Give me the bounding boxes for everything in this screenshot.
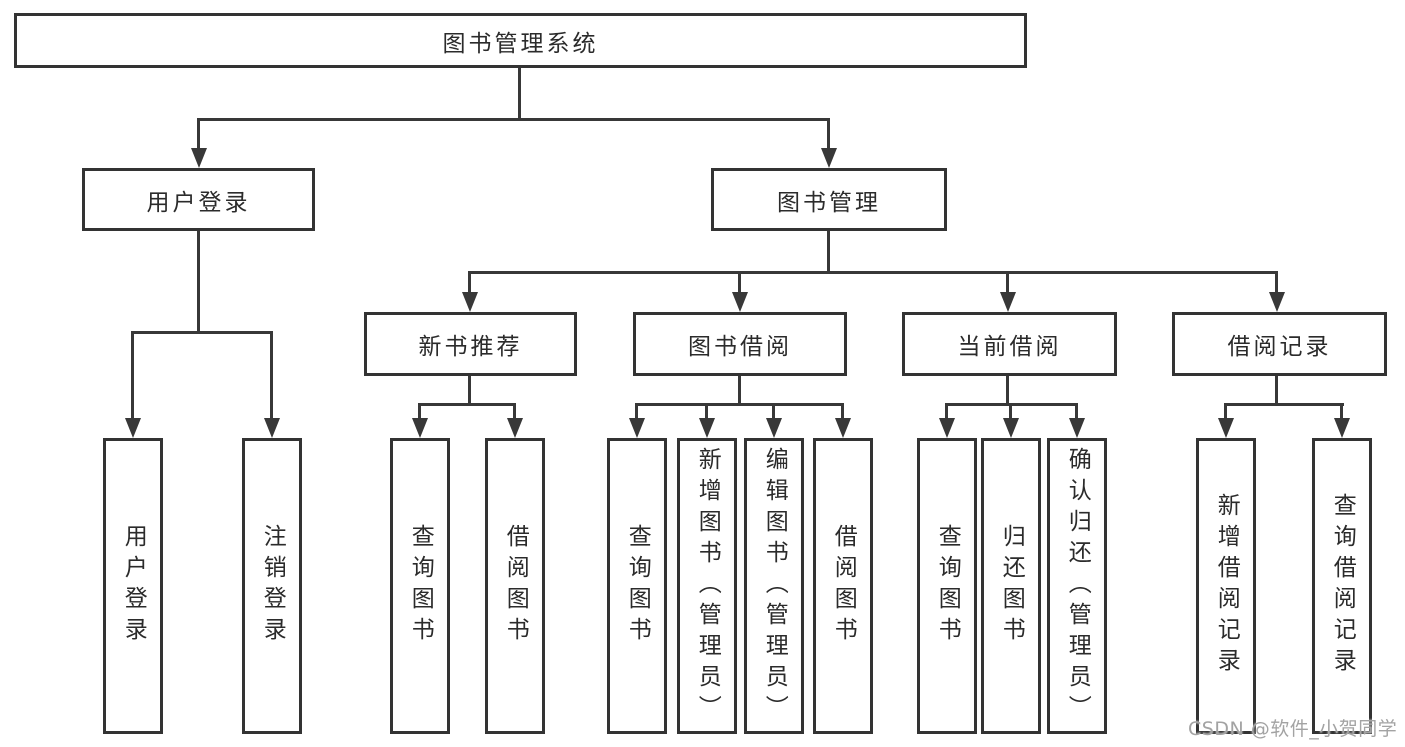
connector-user-login-branch (131, 331, 273, 334)
arrowhead-book-management (821, 148, 837, 168)
leaf-label: 新增借阅记录 (1213, 493, 1240, 679)
connector-book-borrowing-down (738, 376, 741, 405)
node-label: 用户登录 (146, 189, 251, 216)
leaf-return-books: 归还图书 (981, 438, 1041, 734)
arrowhead-borrow-books-recommend (507, 418, 523, 438)
leaf-label: 借阅图书 (502, 524, 529, 648)
leaf-label: 确认归还（管理员） (1064, 446, 1091, 726)
node-label: 图书借阅 (688, 334, 792, 360)
connector-new-book-recommend-branch (418, 403, 516, 406)
connector-stem-query-books-borrowing (635, 403, 638, 421)
connector-stem-borrowing-records (1275, 271, 1278, 295)
connector-stem-borrow-books-recommend (513, 403, 516, 421)
connector-book-borrowing-branch (635, 403, 844, 406)
leaf-query-books-current: 查询图书 (917, 438, 977, 734)
leaf-label: 编辑图书（管理员） (761, 446, 788, 726)
node-user-login: 用户登录 (82, 168, 315, 231)
connector-stem-add-borrow-record (1224, 403, 1227, 421)
arrowhead-query-books-borrowing (629, 418, 645, 438)
leaf-query-books-borrowing: 查询图书 (607, 438, 667, 734)
connector-stem-return-books (1009, 403, 1012, 421)
arrowhead-borrowing-records (1269, 292, 1285, 312)
arrowhead-query-borrow-record (1334, 418, 1350, 438)
leaf-borrow-books: 借阅图书 (813, 438, 873, 734)
leaf-label: 归还图书 (998, 524, 1025, 648)
connector-stem-leaf-logout (270, 331, 273, 421)
connector-stem-book-borrowing (738, 271, 741, 295)
node-new-book-recommend: 新书推荐 (364, 312, 577, 376)
connector-borrowing-records-down (1275, 376, 1278, 405)
leaf-label: 查询图书 (934, 524, 961, 648)
leaf-label: 查询借阅记录 (1329, 493, 1356, 679)
arrowhead-current-borrowing (1000, 292, 1016, 312)
connector-stem-user-login (197, 118, 200, 150)
leaf-label: 新增图书（管理员） (694, 446, 721, 726)
node-label: 新书推荐 (418, 334, 523, 360)
connector-book-management-branch (468, 271, 1278, 274)
arrowhead-borrow-books (835, 418, 851, 438)
node-book-management: 图书管理 (711, 168, 947, 231)
connector-stem-query-books-current (945, 403, 948, 421)
connector-stem-current-borrowing (1006, 271, 1009, 295)
connector-stem-query-books-recommend (418, 403, 421, 421)
arrowhead-confirm-return-admin (1069, 418, 1085, 438)
connector-root-down (518, 68, 521, 120)
node-label: 图书管理系统 (442, 30, 599, 57)
node-library-management-system: 图书管理系统 (14, 13, 1027, 68)
connector-user-login-down (197, 231, 200, 334)
connector-new-book-recommend-down (468, 376, 471, 405)
leaf-borrow-books-recommend: 借阅图书 (485, 438, 545, 734)
arrowhead-add-books-admin (699, 418, 715, 438)
connector-stem-new-book-recommend (468, 271, 471, 295)
node-label: 图书管理 (777, 189, 881, 216)
node-label: 当前借阅 (957, 334, 1062, 360)
connector-stem-leaf-user-login (131, 331, 134, 421)
node-current-borrowing: 当前借阅 (902, 312, 1117, 376)
leaf-label: 查询图书 (407, 524, 434, 648)
node-label: 借阅记录 (1227, 334, 1332, 360)
connector-stem-borrow-books (841, 403, 844, 421)
leaf-label: 用户登录 (120, 524, 147, 648)
connector-stem-add-books-admin (705, 403, 708, 421)
arrowhead-leaf-user-login (125, 418, 141, 438)
arrowhead-edit-books-admin (766, 418, 782, 438)
connector-borrowing-records-branch (1224, 403, 1344, 406)
arrowhead-query-books-current (939, 418, 955, 438)
leaf-add-books-admin: 新增图书（管理员） (677, 438, 737, 734)
arrowhead-query-books-recommend (412, 418, 428, 438)
arrowhead-leaf-logout (264, 418, 280, 438)
leaf-query-books-recommend: 查询图书 (390, 438, 450, 734)
leaf-query-borrow-record: 查询借阅记录 (1312, 438, 1372, 734)
arrowhead-add-borrow-record (1218, 418, 1234, 438)
leaf-confirm-return-admin: 确认归还（管理员） (1047, 438, 1107, 734)
node-book-borrowing: 图书借阅 (633, 312, 847, 376)
connector-stem-book-management (827, 118, 830, 150)
leaf-label: 注销登录 (259, 524, 286, 648)
leaf-logout: 注销登录 (242, 438, 302, 734)
connector-book-management-down (827, 231, 830, 273)
connector-current-borrowing-down (1006, 376, 1009, 405)
csdn-watermark: CSDN @软件_小贺同学 (1188, 718, 1398, 740)
leaf-label: 借阅图书 (830, 524, 857, 648)
connector-stem-query-borrow-record (1340, 403, 1343, 421)
connector-stem-edit-books-admin (772, 403, 775, 421)
leaf-add-borrow-record: 新增借阅记录 (1196, 438, 1256, 734)
leaf-user-login: 用户登录 (103, 438, 163, 734)
node-borrowing-records: 借阅记录 (1172, 312, 1387, 376)
connector-root-branch (197, 118, 830, 121)
connector-stem-confirm-return-admin (1075, 403, 1078, 421)
arrowhead-return-books (1003, 418, 1019, 438)
arrowhead-new-book-recommend (462, 292, 478, 312)
leaf-edit-books-admin: 编辑图书（管理员） (744, 438, 804, 734)
leaf-label: 查询图书 (624, 524, 651, 648)
arrowhead-book-borrowing (732, 292, 748, 312)
arrowhead-user-login (191, 148, 207, 168)
